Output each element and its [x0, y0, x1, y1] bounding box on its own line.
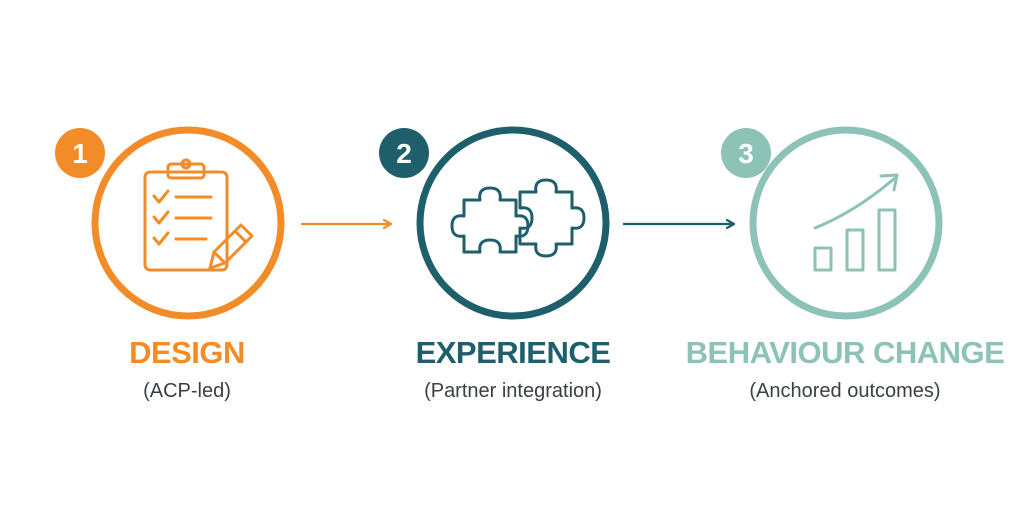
- step-1-node: 1: [55, 126, 285, 320]
- step-1-number: 1: [72, 138, 88, 169]
- step-1-subtitle: (ACP-led): [143, 380, 231, 402]
- step-2-number: 2: [396, 138, 412, 169]
- step-1-circle: [91, 126, 285, 320]
- growth-bar-chart-icon: [813, 173, 899, 272]
- step-1-badge: 1: [55, 128, 105, 178]
- step-3-badge: 3: [721, 128, 771, 178]
- step-3-circle: [749, 126, 943, 320]
- step-2-badge: 2: [379, 128, 429, 178]
- step-2-subtitle: (Partner integration): [424, 380, 602, 402]
- step-1-title: DESIGN: [129, 335, 245, 370]
- step-3-node: 3: [721, 126, 943, 320]
- step-3-title: BEHAVIOUR CHANGE: [685, 335, 1005, 370]
- step-3-subtitle: (Anchored outcomes): [749, 380, 941, 402]
- step-2-title: EXPERIENCE: [415, 335, 611, 370]
- step-3-number: 3: [738, 138, 754, 169]
- step-2-node: 2: [379, 126, 610, 320]
- clipboard-checklist-pencil-icon: [143, 158, 254, 272]
- step-2-circle: [416, 126, 610, 320]
- puzzle-pieces-icon: [450, 178, 586, 258]
